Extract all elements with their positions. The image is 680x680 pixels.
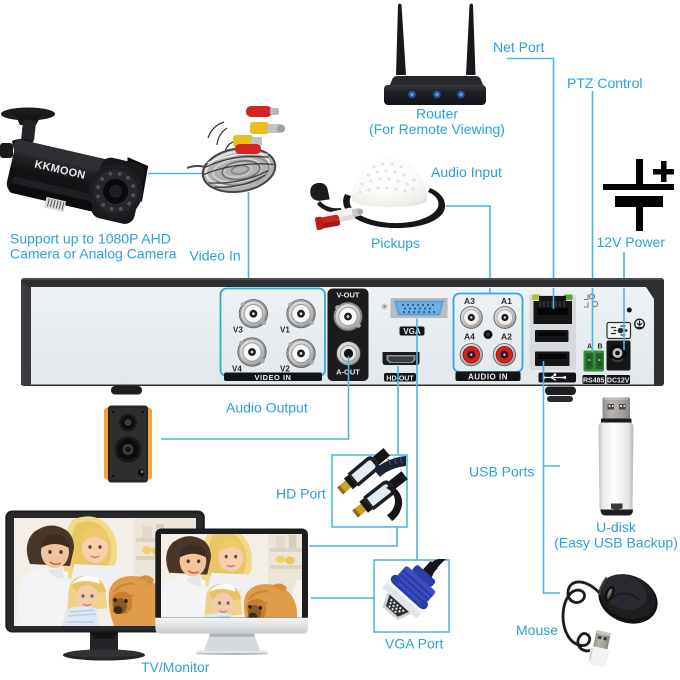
svg-text:AUDIO IN: AUDIO IN: [468, 373, 508, 382]
svg-text:Pickups: Pickups: [371, 235, 420, 251]
svg-text:VGA Port: VGA Port: [385, 636, 443, 652]
svg-text:V4: V4: [232, 365, 242, 374]
svg-text:A4: A4: [464, 332, 475, 342]
svg-text:V-OUT: V-OUT: [337, 291, 360, 300]
svg-text:12V Power: 12V Power: [597, 234, 666, 250]
svg-text:Router: Router: [416, 106, 458, 122]
svg-text:Video In: Video In: [190, 248, 241, 264]
svg-text:Net Port: Net Port: [493, 39, 544, 55]
svg-text:Support up to 1080P AHD: Support up to 1080P AHD: [10, 231, 171, 247]
svg-text:Camera or Analog Camera: Camera or Analog Camera: [10, 246, 177, 262]
svg-text:B: B: [598, 344, 603, 351]
svg-text:Mouse: Mouse: [516, 622, 558, 638]
svg-text:DC12V: DC12V: [607, 378, 630, 385]
svg-text:(Easy USB Backup): (Easy USB Backup): [554, 535, 678, 551]
svg-text:V1: V1: [280, 326, 290, 335]
svg-text:HD Port: HD Port: [276, 486, 326, 502]
svg-text:V2: V2: [280, 365, 290, 374]
svg-text:V3: V3: [233, 326, 243, 335]
svg-text:RS485: RS485: [583, 378, 605, 385]
svg-text:PTZ Control: PTZ Control: [567, 75, 642, 91]
svg-text:Audio Output: Audio Output: [226, 400, 308, 416]
svg-text:A3: A3: [464, 296, 475, 306]
svg-text:VGA: VGA: [403, 327, 421, 336]
svg-text:A: A: [587, 344, 592, 351]
svg-text:VIDEO IN: VIDEO IN: [255, 373, 292, 382]
svg-text:USB Ports: USB Ports: [469, 464, 534, 480]
svg-text:A2: A2: [501, 332, 512, 342]
svg-text:Audio Input: Audio Input: [431, 164, 502, 180]
svg-text:(For Remote Viewing): (For Remote Viewing): [369, 121, 505, 137]
svg-text:HD-OUT: HD-OUT: [386, 375, 414, 382]
svg-text:TV/Monitor: TV/Monitor: [141, 659, 210, 675]
svg-text:U-disk: U-disk: [596, 519, 637, 535]
svg-text:A1: A1: [501, 296, 512, 306]
